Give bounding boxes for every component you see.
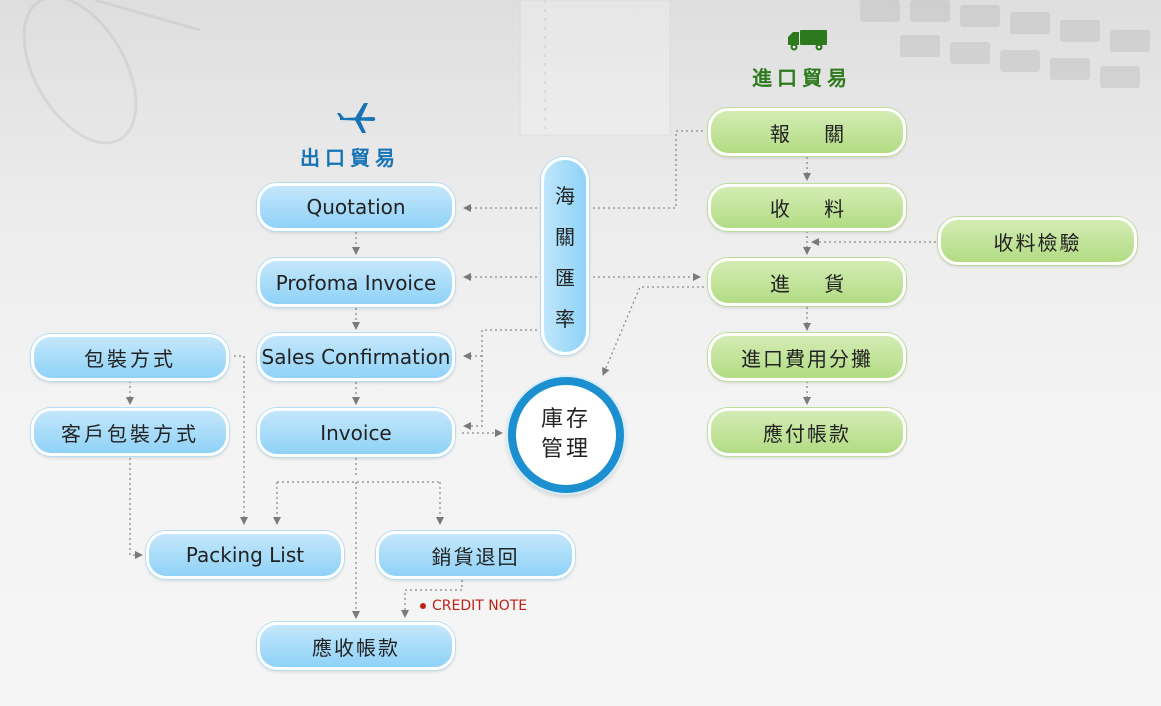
packing-list-node[interactable]: Packing List (146, 531, 344, 579)
export-trade-title: 出口貿易 (300, 146, 400, 170)
customs-exchange-rate-char: 匯 (555, 266, 575, 290)
accounts-payable-node[interactable]: 應付帳款 (708, 408, 906, 456)
arrow-rate-to-invoice (463, 329, 537, 430)
customs-exchange-rate-char: 關 (555, 225, 575, 249)
bullet-dot-icon (420, 603, 426, 609)
import-trade-title: 進口貿易 (752, 66, 852, 90)
arrow-customer-packing-to-packing-list (129, 458, 143, 559)
arrow-sales-return-to-credit-note (401, 580, 463, 618)
customs-exchange-rate-node[interactable]: 海 關 匯 率 (541, 157, 589, 355)
receiving-node[interactable]: 收 料 (708, 184, 906, 231)
arrow-packing-method-to-packing-list (234, 355, 248, 525)
inventory-hub-line: 庫存 (540, 407, 591, 432)
sales-return-node[interactable]: 銷貨退回 (376, 531, 575, 579)
purchase-node[interactable]: 進 貨 (708, 258, 906, 306)
customs-exchange-rate-char: 海 (555, 184, 575, 208)
quotation-node[interactable]: Quotation (257, 183, 455, 231)
credit-note-label: CREDIT NOTE (420, 598, 527, 614)
customs-exchange-rate-char: 率 (555, 307, 575, 331)
invoice-node[interactable]: Invoice (257, 408, 455, 457)
inventory-management-hub[interactable]: 庫存 管理 (508, 377, 624, 493)
airplane-icon (337, 103, 376, 133)
arrow-purchase-to-inventory (602, 286, 704, 376)
sales-confirmation-node[interactable]: Sales Confirmation (257, 333, 455, 381)
receiving-inspection-node[interactable]: 收料檢驗 (938, 217, 1137, 265)
import-cost-allocation-node[interactable]: 進口費用分攤 (708, 333, 906, 381)
proforma-invoice-node[interactable]: Profoma Invoice (257, 258, 455, 307)
arrow-rate-to-customs (593, 130, 706, 209)
credit-note-text: CREDIT NOTE (432, 598, 528, 614)
customer-packing-method-node[interactable]: 客戶包裝方式 (31, 408, 229, 456)
inventory-hub-line: 管理 (540, 437, 591, 462)
truck-icon (788, 30, 827, 51)
packing-method-node[interactable]: 包裝方式 (31, 334, 229, 381)
customs-declaration-node[interactable]: 報 關 (708, 108, 906, 156)
accounts-receivable-node[interactable]: 應收帳款 (257, 622, 455, 670)
